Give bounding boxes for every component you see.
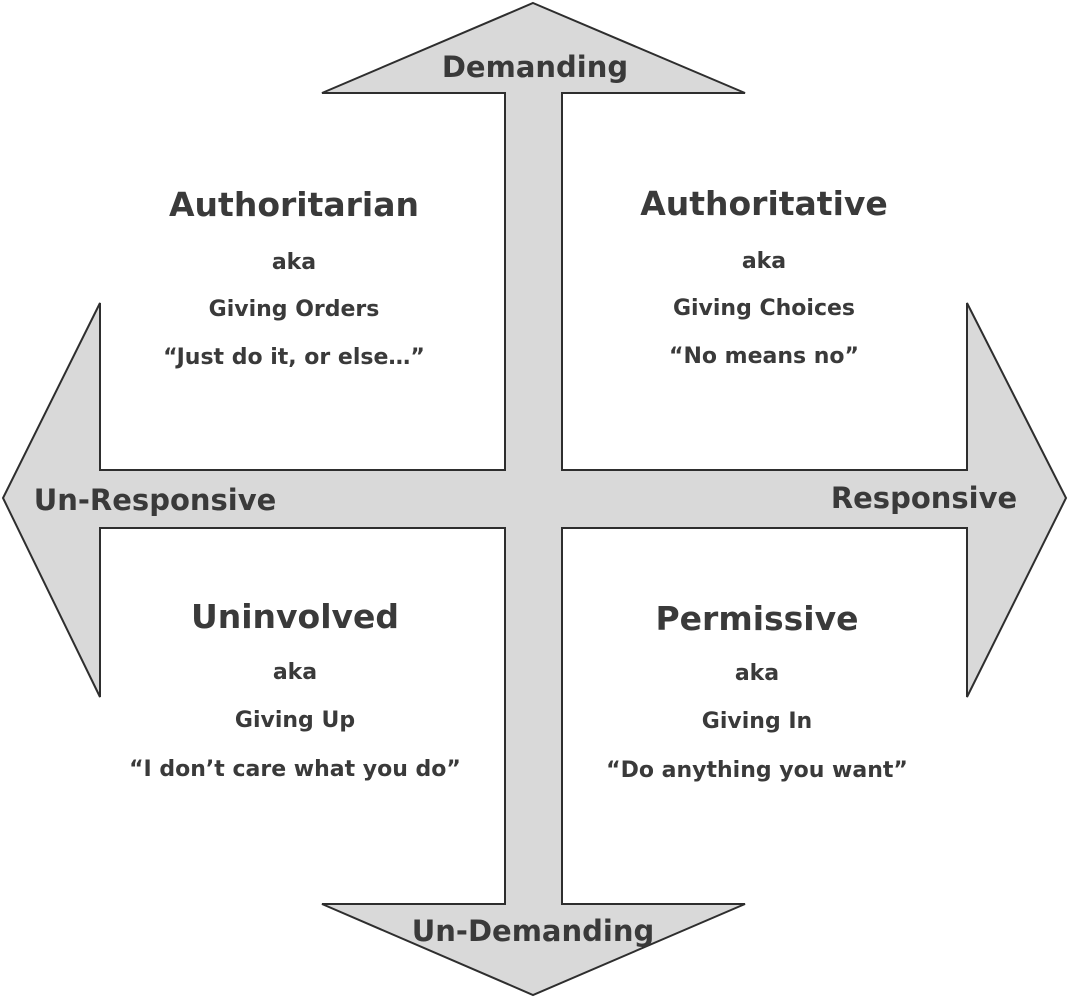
quadrant-subtitle: Giving In: [702, 709, 812, 734]
quadrant-subtitle: Giving Orders: [209, 297, 380, 322]
quadrant-title: Authoritarian: [169, 185, 419, 224]
axis-label-un-responsive: Un-Responsive: [34, 483, 277, 517]
quadrant-quote: “Just do it, or else…”: [163, 345, 425, 370]
quadrant-permissive: Permissive aka Giving In “Do anything yo…: [606, 599, 908, 783]
quadrant-aka: aka: [273, 660, 317, 685]
quadrant-title: Permissive: [655, 599, 858, 638]
quadrant-title: Authoritative: [640, 184, 888, 223]
quadrant-aka: aka: [742, 249, 786, 274]
quadrant-quote: “No means no”: [669, 344, 859, 369]
quadrant-authoritative: Authoritative aka Giving Choices “No mea…: [640, 184, 888, 369]
quadrant-authoritarian: Authoritarian aka Giving Orders “Just do…: [163, 185, 425, 370]
quadrant-uninvolved: Uninvolved aka Giving Up “I don’t care w…: [129, 597, 461, 782]
quadrant-subtitle: Giving Choices: [673, 296, 855, 321]
axis-label-responsive: Responsive: [831, 481, 1017, 515]
quadrant-quote: “Do anything you want”: [606, 758, 908, 783]
quadrant-quote: “I don’t care what you do”: [129, 757, 461, 782]
axis-label-demanding: Demanding: [442, 50, 628, 84]
quadrant-subtitle: Giving Up: [235, 708, 355, 733]
quadrant-title: Uninvolved: [191, 597, 399, 636]
axis-label-un-demanding: Un-Demanding: [412, 914, 655, 948]
quadrant-aka: aka: [735, 661, 779, 686]
quadrant-aka: aka: [272, 250, 316, 275]
